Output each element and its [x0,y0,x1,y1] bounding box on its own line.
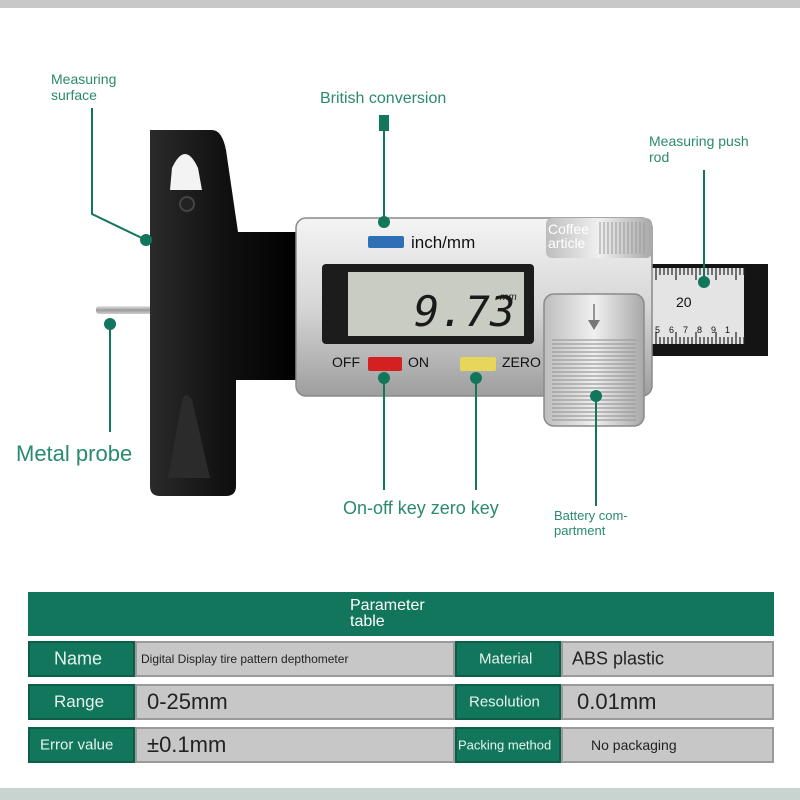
label-metal-probe: Metal probe [16,441,133,466]
value-packing: No packaging [561,727,774,763]
cover-text-line1: Coffee [548,221,589,237]
inch-mm-label: inch/mm [411,233,475,252]
key-range: Range [28,684,135,720]
zero-label: ZERO [502,354,541,370]
bottom-border [0,788,800,800]
rod-scale-label: 8 [697,325,702,335]
display-unit: mm [500,292,517,303]
label-battery-compartment: Battery com- partment [554,508,628,538]
key-name: Name [28,641,135,677]
value-range: 0-25mm [135,684,455,720]
rod-scale-label: 9 [711,325,716,335]
value-error: ±0.1mm [135,727,455,763]
value-name: Digital Display tire pattern depthometer [135,641,455,677]
black-handle [150,130,298,496]
label-measuring-push-rod: Measuring push rod [649,133,749,166]
parameter-table-header: Parameter table [28,592,774,636]
cover-text-line2: article [548,235,586,251]
label-on-off-zero-key: On-off key zero key [343,498,499,518]
rod-scale-label: 6 [669,325,674,335]
top-border [0,0,800,8]
callout-lines [91,108,710,506]
key-packing-method: Packing method [455,727,561,763]
on-label: ON [408,354,429,370]
inch-mm-button[interactable] [368,236,404,248]
off-label: OFF [332,354,360,370]
key-error-value: Error value [28,727,135,763]
key-material: Material [455,641,561,677]
rod-scale-label: 5 [655,325,660,335]
rod-scale-label: 1 [725,325,730,335]
display-value: 9.73 [414,287,515,336]
parameter-table-title: Parameter table [350,597,425,630]
value-material: ABS plastic [561,641,774,677]
metal-probe [96,306,156,314]
label-measuring-surface: Measuring surface [51,71,117,104]
label-british-conversion: British conversion [320,90,447,107]
key-resolution: Resolution [455,684,561,720]
zero-key[interactable] [460,357,496,371]
lcd-display [348,272,524,336]
on-off-key[interactable] [368,357,402,371]
value-resolution: 0.01mm [561,684,774,720]
rod-number: 20 [676,294,692,310]
rod-scale-label: 7 [683,325,688,335]
